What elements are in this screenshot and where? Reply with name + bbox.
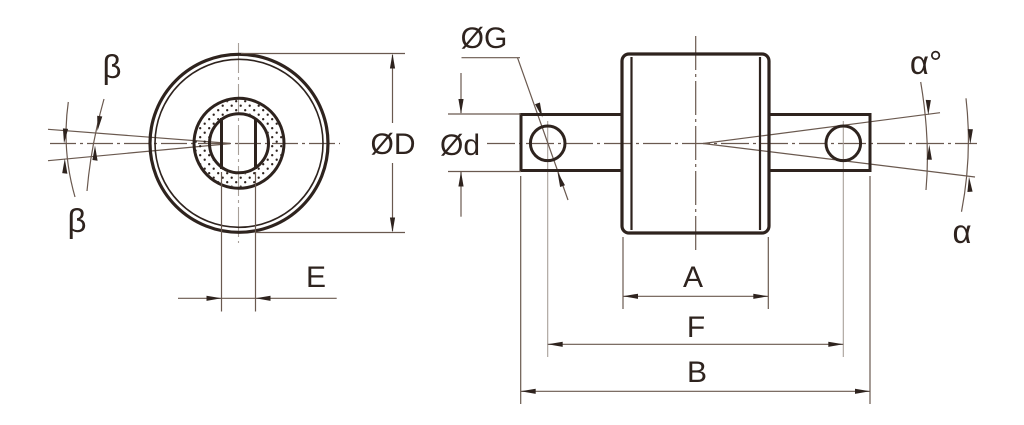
arrowhead (62, 158, 68, 174)
arrowhead (855, 388, 870, 394)
angle-label-beta-bottom: β (68, 202, 87, 239)
arrowhead (62, 128, 69, 144)
arrowhead (389, 217, 396, 233)
angle-label-alpha-bottom: α (952, 213, 971, 250)
arrowhead (967, 176, 973, 192)
front-view: ØD E β β (47, 43, 416, 312)
angle-arc-inner (86, 98, 105, 192)
arrowhead (753, 293, 769, 299)
right-pin-hole (824, 124, 863, 163)
arrowhead (97, 115, 103, 131)
arrowhead (967, 129, 973, 145)
dim-pin-hole-diameter: ØG (461, 22, 569, 201)
arrowhead (520, 388, 536, 394)
dim-label-OG: ØG (461, 22, 508, 55)
dim-label-B: B (687, 356, 707, 389)
angle-arc-outer (960, 98, 970, 212)
dim-label-OD: ØD (371, 128, 416, 161)
bushing-body (620, 52, 771, 235)
arrowhead (458, 99, 464, 114)
bore-circle (208, 112, 270, 175)
angle-label-alpha-top: α° (910, 44, 942, 81)
outer-ring-inner-line (154, 58, 324, 229)
arrowhead (92, 145, 98, 161)
arrowhead (547, 341, 563, 347)
dim-label-E: E (306, 261, 326, 294)
right-arm-tube (769, 113, 872, 172)
arrowhead (389, 53, 396, 69)
dim-label-A: A (683, 261, 703, 294)
dim-body-length: A (622, 237, 769, 309)
left-pin-hole (528, 124, 567, 163)
dim-label-Od: Ød (440, 129, 480, 162)
arrowhead (255, 295, 271, 301)
tilt-line-upper (702, 112, 941, 145)
arrowhead (206, 295, 222, 301)
dim-slot-width: E (178, 172, 337, 312)
angle-arc-outer (65, 101, 76, 198)
arrowhead (926, 144, 932, 160)
rubber-ring-outer-circle (192, 96, 286, 190)
dim-label-F: F (687, 311, 705, 344)
outer-ring-circle (148, 52, 330, 234)
left-arm-tube (519, 113, 622, 172)
dim-overall-length: B (520, 176, 871, 404)
angle-arc-inner (920, 81, 928, 191)
dim-tube-diameter: Ød (440, 73, 521, 217)
arrowhead (623, 293, 638, 299)
dim-pin-center-distance: F (547, 311, 844, 347)
arrowhead (458, 171, 464, 187)
arrowhead (557, 172, 565, 187)
dim-outer-diameter: ØD (241, 52, 416, 234)
angle-label-beta-top: β (103, 48, 122, 85)
side-view: ØG Ød A F (440, 22, 977, 404)
arrowhead (828, 341, 844, 347)
arrowhead (925, 99, 931, 115)
